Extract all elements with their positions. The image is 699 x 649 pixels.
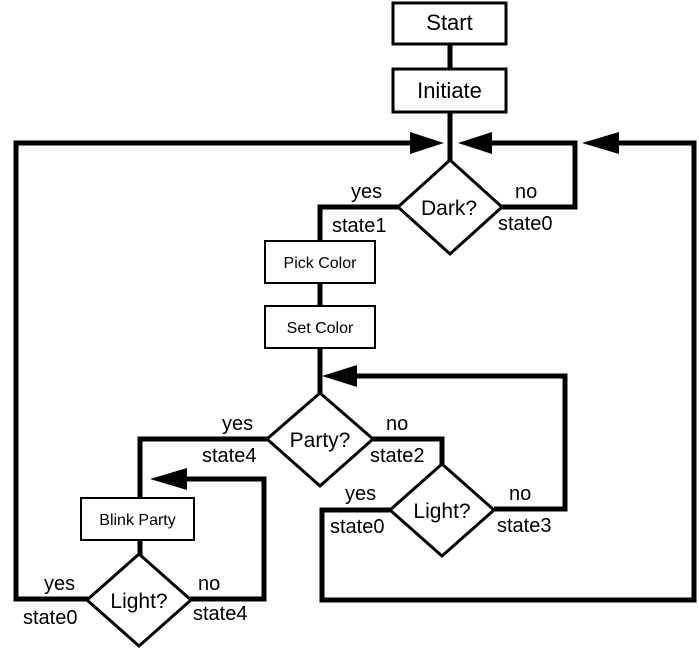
initiate-box <box>391 67 508 114</box>
light-right-yes-label: yes <box>345 483 376 505</box>
light-left-yes-label: yes <box>44 573 75 595</box>
party-decision <box>264 391 376 489</box>
light-decision-right-label: Light? <box>413 500 470 523</box>
set-color-label: Set Color <box>287 320 354 337</box>
dark-decision-label: Dark? <box>421 197 477 220</box>
light-left-no-label: no <box>198 573 220 595</box>
light-left-yes-state-label: state0 <box>23 607 77 629</box>
connector-party-no <box>373 436 445 466</box>
dark-decision <box>395 157 505 257</box>
dark-yes-state-label: state1 <box>332 215 386 237</box>
connector-party-yes <box>137 436 268 498</box>
pick-color-box <box>264 240 376 284</box>
connector-light-left-no-loop <box>185 476 267 602</box>
blink-party-box <box>80 497 195 541</box>
initiate-label: Initiate <box>417 78 482 103</box>
connector-dark-no-loop <box>490 140 578 210</box>
light-left-no-state-label: state4 <box>193 603 247 625</box>
arrow-light-left-no <box>150 468 187 490</box>
light-right-no-state-label: state3 <box>497 515 551 537</box>
connector-light-right-yes-loop <box>319 140 697 603</box>
light-decision-left <box>84 551 194 649</box>
arrow-light-left-yes <box>410 132 444 154</box>
connector-light-left-yes-loop <box>13 140 412 602</box>
start-label: Start <box>426 10 472 35</box>
dark-no-state-label: state0 <box>498 213 552 235</box>
start-box <box>391 1 508 46</box>
party-yes-state-label: state4 <box>202 445 256 467</box>
party-yes-label: yes <box>222 413 253 435</box>
arrow-light-right-no <box>322 365 357 387</box>
connector-dark-yes <box>317 204 399 241</box>
set-color-box <box>264 305 376 349</box>
light-right-no-label: no <box>509 483 531 505</box>
dark-no-label: no <box>515 181 537 203</box>
dark-yes-label: yes <box>351 181 382 203</box>
arrow-dark-no <box>458 132 492 154</box>
pick-color-label: Pick Color <box>284 255 358 272</box>
party-no-state-label: state2 <box>370 445 424 467</box>
arrow-light-right-yes <box>582 132 619 154</box>
party-decision-label: Party? <box>290 429 351 452</box>
connector-light-right-no-loop <box>355 373 568 512</box>
light-right-yes-state-label: state0 <box>330 516 384 538</box>
light-decision-left-label: Light? <box>110 590 167 613</box>
light-decision-right <box>387 461 497 559</box>
blink-party-label: Blink Party <box>99 512 175 529</box>
party-no-label: no <box>386 413 408 435</box>
